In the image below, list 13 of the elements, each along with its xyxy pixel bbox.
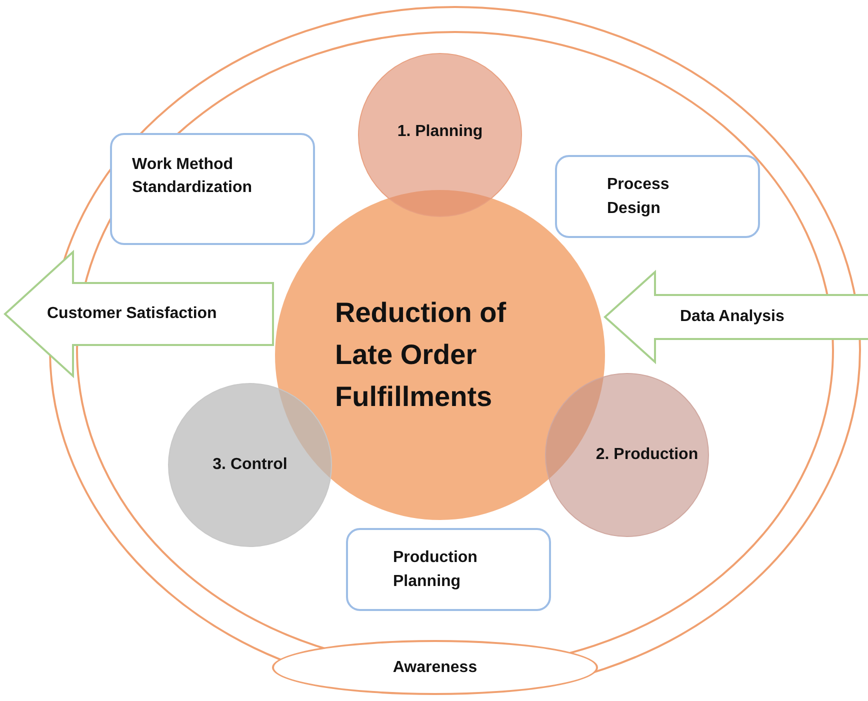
node-label: Customer Satisfaction [47,304,217,324]
process-box [110,133,315,245]
node-label: Production Planning [393,548,478,592]
node-label: 3. Control [212,455,288,476]
node-label: Work Method Standardization [132,154,254,198]
node-label: 1. Planning [397,122,483,142]
node-label: Process Design [607,175,670,218]
node-label: 2. Production [596,445,698,466]
node-label: Data Analysis [680,307,784,328]
node-label: Reduction of Late Order Fulfillments [335,296,508,414]
process-box [346,528,551,611]
process-box [555,155,760,238]
node-label: Awareness [392,658,478,678]
